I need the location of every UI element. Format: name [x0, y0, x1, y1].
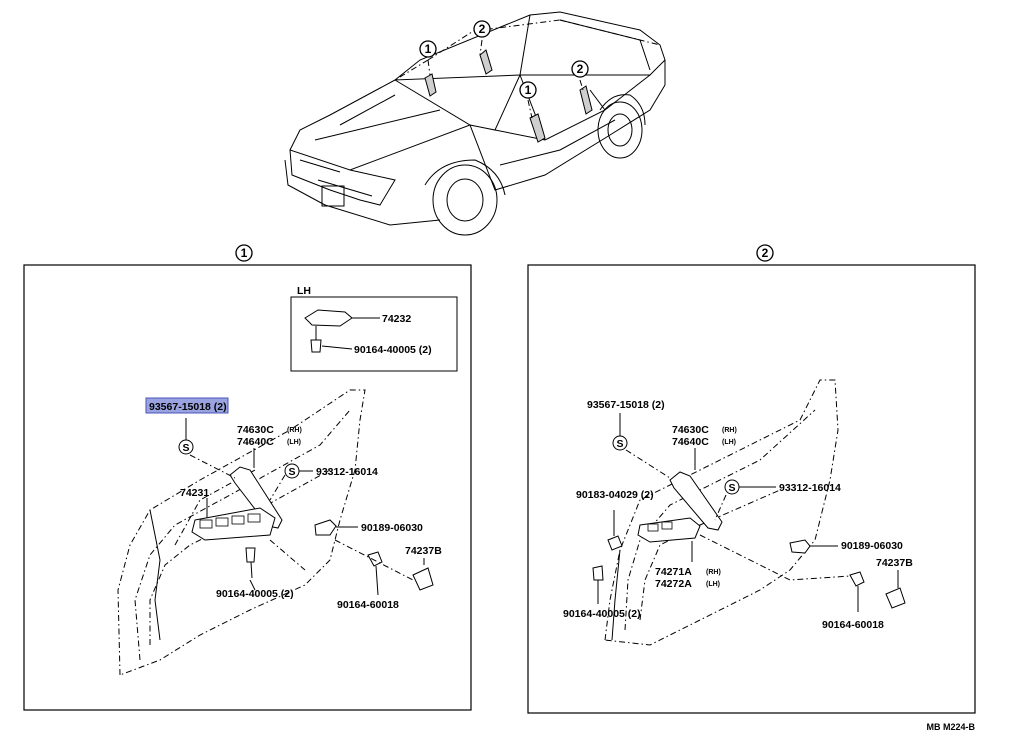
part-74640c-side-1: (LH)	[287, 439, 301, 446]
svg-text:1: 1	[525, 83, 532, 97]
diagram-code: MB M224-B	[926, 722, 975, 732]
part-90183-04029-shape	[607, 535, 623, 551]
part-74640c-side-2: (LH)	[722, 439, 736, 446]
part-74640c-label-1[interactable]: 74640C	[237, 436, 274, 448]
car-illustration	[284, 11, 666, 236]
part-90164-40005-label-2[interactable]: 90164-40005 (2)	[563, 608, 641, 620]
panel-1-inset-lh: LH 74232 90164-40005 (2)	[290, 285, 458, 372]
part-74271a-shape	[637, 517, 701, 543]
part-90164-60018-shape-1	[367, 551, 383, 567]
part-90164-60018-label-1[interactable]: 90164-60018	[337, 599, 399, 611]
screw-inset-icon	[310, 339, 322, 353]
highlight-93567-15018	[145, 397, 229, 414]
s-mark-2b: S	[724, 479, 740, 495]
part-74630c-shape	[229, 466, 283, 529]
s-mark-2a: S	[612, 435, 628, 451]
part-74237b-shape-2	[885, 587, 906, 609]
part-74237b-label-2[interactable]: 74237B	[876, 557, 913, 569]
part-74272a-side: (LH)	[706, 581, 720, 588]
part-74630c-label-2[interactable]: 74630C	[672, 424, 709, 436]
part-93312-16014-label-2[interactable]: 93312-16014	[779, 482, 841, 494]
rear-switch-1-icon	[647, 523, 659, 532]
part-74272a-label[interactable]: 74272A	[655, 578, 692, 590]
part-74237b-label-1[interactable]: 74237B	[405, 545, 442, 557]
rear-switch-2-icon	[661, 521, 673, 530]
panel-1-header: 1	[235, 244, 253, 262]
part-74630c-side-1: (RH)	[287, 427, 302, 434]
svg-text:2: 2	[577, 62, 584, 76]
part-74640c-label-2[interactable]: 74640C	[672, 436, 709, 448]
panel-1-door-trim	[117, 389, 366, 676]
part-90164-40005-label-1[interactable]: 90164-40005 (2)	[216, 588, 294, 600]
svg-text:2: 2	[762, 246, 769, 260]
svg-text:S: S	[182, 442, 189, 454]
part-90164-60018-shape-2	[849, 571, 865, 587]
panel-1-frame	[23, 264, 472, 711]
callout-1-side: 1	[519, 81, 537, 99]
svg-text:S: S	[616, 438, 623, 450]
switch-1-icon	[199, 519, 213, 529]
part-74271a-label[interactable]: 74271A	[655, 566, 692, 578]
part-90164-40005-shape-1	[245, 547, 256, 563]
part-90189-06030-shape-1	[314, 519, 337, 536]
part-90189-06030-label-2[interactable]: 90189-06030	[841, 540, 903, 552]
part-90164-60018-label-2[interactable]: 90164-60018	[822, 619, 884, 631]
part-90183-04029-label[interactable]: 90183-04029 (2)	[576, 489, 654, 501]
part-74232-shape	[304, 309, 353, 327]
part-90164-40005-inset-label[interactable]: 90164-40005 (2)	[354, 344, 432, 356]
panel-2-header: 2	[756, 244, 774, 262]
svg-text:S: S	[728, 482, 735, 494]
part-74231-label[interactable]: 74231	[180, 487, 209, 499]
part-74630c-label-1[interactable]: 74630C	[237, 424, 274, 436]
part-74271a-side: (RH)	[706, 569, 721, 576]
inset-lh-label: LH	[297, 285, 311, 297]
part-90189-06030-label-1[interactable]: 90189-06030	[361, 522, 423, 534]
part-90164-40005-shape-2	[592, 565, 604, 581]
panel-2-frame	[527, 264, 976, 714]
part-93312-16014-label-1[interactable]: 93312-16014	[316, 466, 378, 478]
part-74237b-shape-1	[412, 567, 434, 591]
part-93567-15018-label-1[interactable]: 93567-15018 (2)	[149, 401, 227, 413]
callout-2-front: 2	[473, 20, 491, 38]
svg-text:1: 1	[425, 42, 432, 56]
callout-2-side: 2	[571, 60, 589, 78]
svg-text:2: 2	[479, 22, 486, 36]
panel-2-door-trim	[604, 379, 839, 646]
part-74630c-side-2: (RH)	[722, 427, 737, 434]
s-mark-1b: S	[284, 463, 300, 479]
switch-3-icon	[231, 515, 245, 525]
switch-4-icon	[247, 513, 261, 523]
part-74630c-shape-2	[669, 471, 723, 531]
svg-text:1: 1	[241, 246, 248, 260]
part-93567-15018-label-2[interactable]: 93567-15018 (2)	[587, 399, 665, 411]
s-mark-1a: S	[178, 439, 194, 455]
switch-2-icon	[215, 517, 229, 527]
svg-text:S: S	[288, 466, 295, 478]
part-90189-06030-shape-2	[789, 539, 811, 554]
callout-1-front: 1	[419, 40, 437, 58]
part-74232-label[interactable]: 74232	[382, 313, 411, 325]
